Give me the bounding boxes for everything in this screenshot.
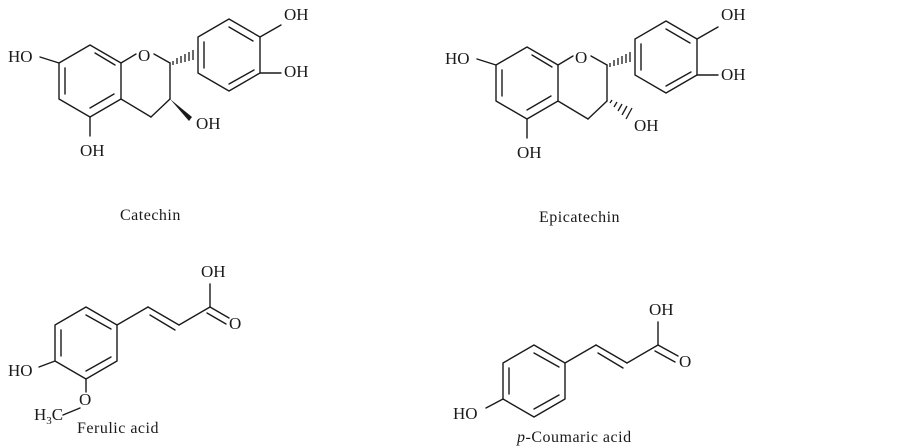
epicatechin-double-bond — [665, 71, 692, 87]
epicatechin-atom-oh-top: OH — [721, 5, 746, 24]
catechin-structure: HO O OH OH OH OH Catechin — [8, 5, 309, 224]
catechin-double-bond — [228, 69, 255, 85]
ferulic-atom-ho: HO — [8, 361, 33, 380]
catechin-atom-oh-mid: OH — [284, 62, 309, 81]
catechin-wedge-bond — [170, 99, 192, 121]
catechin-bond — [259, 24, 282, 38]
catechin-ring-b — [197, 18, 261, 92]
ferulic-double-bond — [85, 356, 112, 372]
catechin-ring-a — [58, 44, 122, 118]
catechin-atom-oh-bottom: OH — [80, 141, 105, 160]
epicatechin-ring-a — [495, 46, 559, 120]
epicatechin-atom-oh-c3: OH — [634, 116, 659, 135]
coumaric-bond — [657, 344, 679, 357]
ferulic-atom-methyl: H3C — [34, 405, 63, 427]
epicatechin-atom-ho-left: HO — [445, 49, 470, 68]
catechin-atom-oh-c3: OH — [196, 114, 221, 133]
catechin-bond — [150, 98, 171, 118]
catechin-bond — [39, 56, 60, 64]
coumaric-bond — [564, 344, 597, 364]
epicatechin-double-bond — [665, 28, 691, 44]
ferulic-atom-o-methoxy: O — [79, 390, 91, 409]
catechin-double-bond — [228, 26, 254, 42]
epicatechin-ring-b — [634, 20, 698, 94]
coumaric-ring — [502, 344, 566, 418]
catechin-bond — [120, 98, 152, 118]
epicatechin-bond — [587, 100, 608, 120]
coumaric-atom-oh-acid: OH — [649, 300, 674, 319]
epicatechin-bond — [696, 26, 719, 40]
catechin-double-bond — [94, 52, 116, 66]
ferulic-atom-oh-acid: OH — [201, 262, 226, 281]
epicatechin-double-bond — [531, 54, 553, 68]
coumaric-double-bond — [533, 394, 560, 410]
epicatechin-caption: Epicatechin — [539, 209, 620, 226]
epicatechin-structure: HO O OH OH OH OH Epicatechin — [445, 5, 746, 226]
ferulic-bond — [209, 306, 230, 319]
catechin-caption: Catechin — [120, 207, 181, 224]
epicatechin-bond — [590, 55, 608, 66]
epicatechin-atom-oh-mid: OH — [721, 65, 746, 84]
ferulic-bond — [178, 306, 211, 326]
epicatechin-double-bond — [526, 95, 552, 111]
ferulic-caption: Ferulic acid — [77, 420, 159, 437]
catechin-bond — [153, 53, 171, 64]
catechin-atom-oh-top: OH — [284, 5, 309, 24]
catechin-bond — [120, 53, 137, 64]
ferulic-bond — [147, 306, 180, 326]
catechin-atom-ring-o: O — [138, 46, 150, 65]
coumaric-bond — [485, 398, 504, 409]
epicatechin-bond — [557, 100, 589, 120]
epicatechin-atom-ring-o: O — [575, 48, 587, 67]
coumaric-double-bond — [597, 352, 624, 369]
catechin-atom-ho-left: HO — [8, 47, 33, 66]
epicatechin-bond — [557, 55, 574, 66]
ferulic-bond — [38, 360, 56, 368]
coumaric-bond — [626, 344, 659, 364]
coumaric-bond — [595, 344, 628, 364]
ferulic-acid-structure: OH O HO O H3C Ferulic acid — [8, 262, 241, 437]
ferulic-double-bond — [206, 312, 227, 325]
epicatechin-hashed-bond-c3 — [609, 99, 633, 120]
coumaric-double-bond — [533, 352, 560, 368]
epicatechin-atom-oh-bottom: OH — [517, 143, 542, 162]
catechin-double-bond — [89, 93, 115, 109]
ferulic-ring — [54, 306, 118, 380]
catechin-hashed-bond — [172, 50, 194, 65]
ferulic-double-bond — [149, 314, 176, 331]
coumaric-caption: p-Coumaric acid — [516, 429, 632, 446]
coumaric-atom-o-carbonyl: O — [679, 352, 691, 371]
ferulic-bond — [116, 306, 149, 326]
ferulic-bond — [62, 407, 81, 416]
p-coumaric-acid-structure: OH O HO p-Coumaric acid — [453, 300, 691, 446]
ferulic-double-bond — [85, 314, 112, 330]
coumaric-double-bond — [654, 350, 676, 363]
epicatechin-hashed-bond — [609, 52, 631, 67]
epicatechin-bond — [476, 58, 497, 66]
ferulic-atom-o-carbonyl: O — [229, 314, 241, 333]
coumaric-atom-ho: HO — [453, 404, 478, 423]
